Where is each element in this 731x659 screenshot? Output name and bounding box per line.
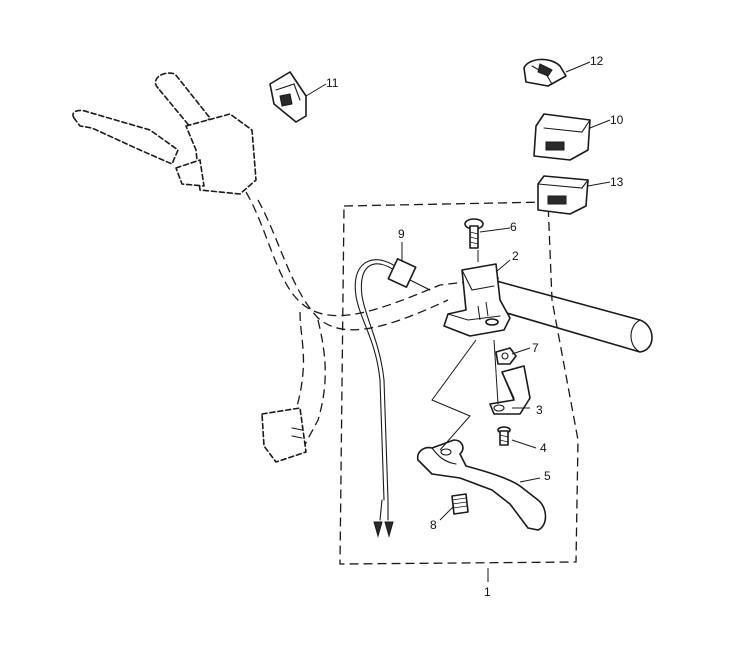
part-11-switch-cover — [269, 71, 307, 123]
part-12-switch-knob — [523, 58, 567, 87]
part-10-switch-block — [533, 113, 591, 161]
callout-8: 8 — [430, 518, 437, 532]
callout-2: 2 — [512, 249, 519, 263]
callout-6: 6 — [510, 220, 517, 234]
part-13-switch-block — [537, 175, 589, 215]
callout-9: 9 — [398, 227, 405, 241]
callout-12: 12 — [590, 54, 604, 68]
callout-4: 4 — [540, 441, 547, 455]
callout-1: 1 — [484, 585, 491, 599]
part-5-lever — [416, 439, 547, 531]
handlebar-outline — [72, 72, 653, 463]
callout-10: 10 — [610, 113, 624, 127]
callout-5: 5 — [544, 469, 551, 483]
callout-3: 3 — [536, 403, 543, 417]
callout-13: 13 — [610, 175, 624, 189]
part-8-spring — [451, 493, 469, 515]
part-3-clip — [489, 365, 531, 415]
callout-7: 7 — [532, 341, 539, 355]
part-6-bolt — [464, 218, 484, 249]
part-9-switch-cable — [354, 258, 431, 538]
callout-11: 11 — [326, 76, 339, 90]
part-7-nut — [495, 347, 517, 365]
part-2-lever-holder — [443, 263, 511, 337]
part-4-pivot-screw — [497, 426, 511, 446]
